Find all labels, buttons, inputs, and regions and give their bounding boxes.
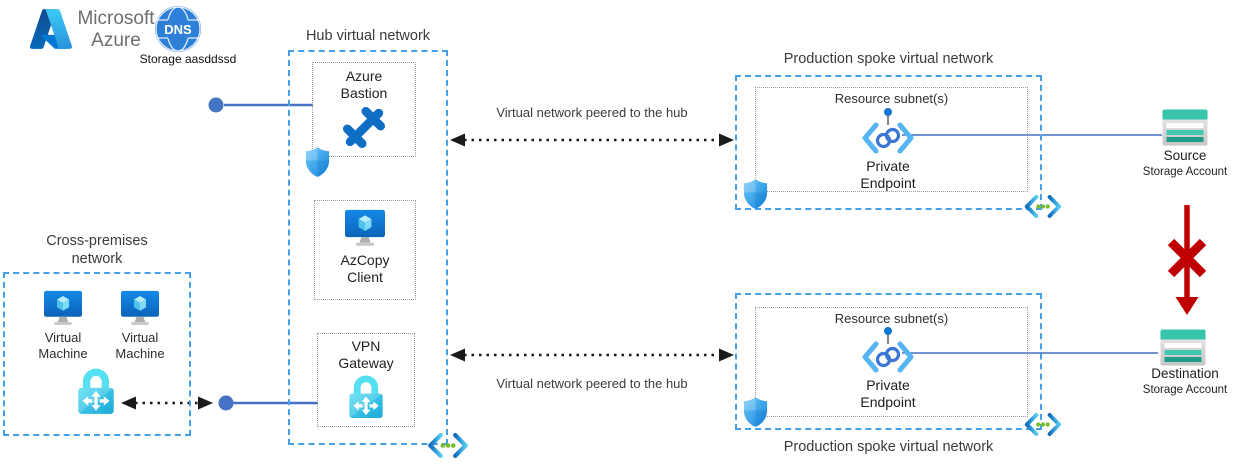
vm-node-left: Virtual Machine [26, 290, 100, 362]
azcopy-client-label: AzCopy Client [340, 252, 390, 285]
private-endpoint-icon [859, 107, 917, 157]
vpn-gateway-label: VPN Gateway [338, 338, 394, 371]
spoke-bottom-subnet-label: Resource subnet(s) [834, 311, 949, 326]
vm-label-left: Virtual Machine [38, 330, 88, 361]
spoke-top-subnet-label: Resource subnet(s) [834, 91, 949, 106]
azcopy-client-node: AzCopy Client [314, 200, 416, 300]
source-storage-name: Source [1163, 148, 1207, 163]
azcopy-vm-icon [343, 209, 387, 249]
spoke-bottom-subnet-box [755, 307, 1028, 417]
destination-storage-type: Storage Account [1142, 384, 1228, 396]
arrowhead [719, 348, 734, 362]
azure-logo-icon [29, 9, 73, 49]
spoke-top-endpoint-label: Private Endpoint [860, 158, 916, 191]
azure-bastion-label: Azure Bastion [340, 68, 388, 101]
destination-storage-icon [1160, 329, 1206, 366]
spoke-bottom-box [735, 293, 1042, 430]
hub-title: Hub virtual network [305, 28, 431, 44]
spoke-bottom-endpoint-label: Private Endpoint [860, 377, 916, 410]
source-storage-icon [1162, 109, 1208, 146]
hub-vnet-icon [427, 432, 469, 459]
destination-storage-name: Destination [1151, 366, 1219, 381]
brand-line2: Azure [91, 30, 141, 51]
cross-premises-box [3, 272, 191, 436]
shield-icon [304, 146, 331, 178]
private-endpoint-icon [859, 326, 917, 376]
spoke-top-title: Production spoke virtual network [783, 51, 994, 67]
source-storage-type: Storage Account [1142, 166, 1228, 178]
vm-icon [42, 290, 84, 328]
spoke-top-subnet-box [755, 87, 1028, 192]
vm-icon [119, 290, 161, 328]
peering-label-bottom: Virtual network peered to the hub [496, 376, 688, 391]
arrowhead [121, 396, 136, 410]
vm-label-right: Virtual Machine [115, 330, 165, 361]
vpn-gateway-icon [344, 373, 388, 420]
vpn-endpoint-dot [218, 395, 234, 411]
spoke-bottom-title: Production spoke virtual network [783, 439, 994, 455]
azure-bastion-node: Azure Bastion [312, 62, 416, 157]
spoke-top-box [735, 75, 1042, 210]
dns-label: DNS [164, 22, 192, 37]
cross-premises-vpn-icon [73, 366, 119, 416]
dns-icon: DNS [155, 6, 201, 52]
cross-premises-title: Cross-premises network [46, 233, 148, 267]
dns-caption: Storage aasddssd [139, 52, 237, 66]
hub-vnet-box [288, 50, 448, 445]
arrowhead [198, 396, 213, 410]
arrowhead [450, 133, 465, 147]
spoke-top-vnet-icon [1024, 194, 1062, 219]
shield-icon [742, 178, 769, 210]
bastion-endpoint-dot [208, 97, 224, 113]
peering-label-top: Virtual network peered to the hub [496, 105, 688, 120]
brand-text: Microsoft Azure [72, 8, 160, 52]
vpn-gateway-node: VPN Gateway [317, 333, 415, 427]
azure-bastion-icon [338, 103, 390, 151]
spoke-bottom-vnet-icon [1024, 412, 1062, 437]
arrowhead [719, 133, 734, 147]
shield-icon [742, 396, 769, 428]
brand-line1: Microsoft [77, 8, 155, 29]
arrowhead [450, 348, 465, 362]
blocked-transfer-arrow [1167, 205, 1207, 315]
vm-node-right: Virtual Machine [103, 290, 177, 362]
